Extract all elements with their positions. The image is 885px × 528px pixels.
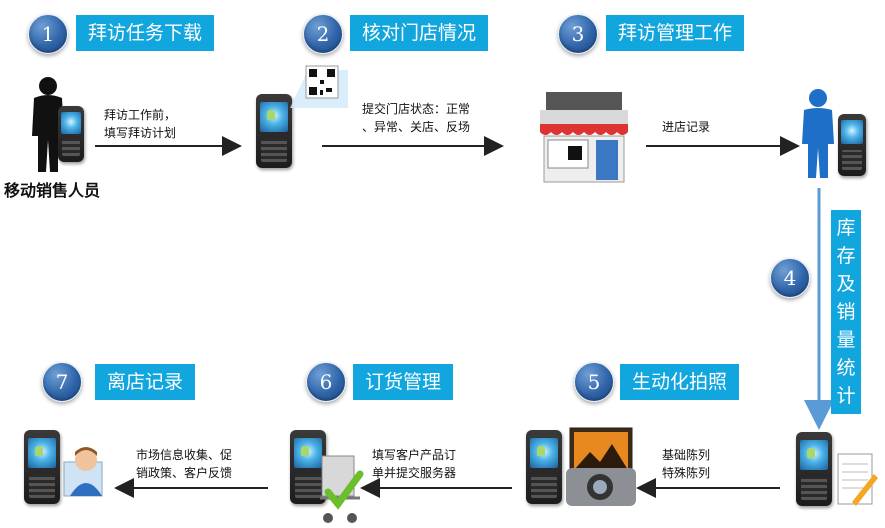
step-4-vertical-label: 库 存 及 销 量 统 计 bbox=[831, 210, 861, 414]
handheld-device-icon bbox=[58, 106, 84, 162]
handheld-device-icon bbox=[256, 94, 292, 168]
step-4-circle: 4 bbox=[770, 258, 810, 298]
handheld-device-icon bbox=[24, 430, 60, 504]
note-7: 市场信息收集、促销政策、客户反馈 bbox=[136, 448, 233, 480]
store-icon bbox=[540, 92, 628, 183]
step-6-circle: 6 bbox=[306, 362, 346, 402]
step-5-label: 生动化拍照 bbox=[620, 364, 740, 400]
qr-code-icon bbox=[290, 65, 348, 108]
checklist-icon bbox=[837, 453, 878, 506]
step-7-circle: 7 bbox=[42, 362, 82, 402]
note-3: 进店记录 bbox=[662, 120, 711, 134]
handheld-device-icon bbox=[290, 430, 326, 504]
camera-icon bbox=[566, 427, 636, 506]
step-6-label: 订货管理 bbox=[353, 364, 454, 400]
handheld-device-icon bbox=[796, 432, 832, 506]
step-2-label: 核对门店情况 bbox=[350, 15, 489, 51]
actor-caption: 移动销售人员 bbox=[4, 181, 101, 200]
note-5: 基础陈列特殊陈列 bbox=[662, 448, 711, 480]
cart-icon bbox=[320, 455, 364, 523]
step-3-circle: 3 bbox=[558, 14, 598, 54]
person-icon bbox=[802, 89, 834, 178]
note-1: 拜访工作前，填写拜访计划 bbox=[104, 108, 177, 140]
customer-icon bbox=[63, 447, 103, 497]
step-3-label: 拜访管理工作 bbox=[606, 15, 745, 51]
handheld-device-icon bbox=[526, 430, 562, 504]
note-2: 提交门店状态：正常、异常、关店、反场 bbox=[362, 102, 471, 134]
salesperson-icon bbox=[32, 77, 64, 172]
note-6: 填写客户产品订单并提交服务器 bbox=[372, 448, 457, 480]
handheld-device-icon bbox=[838, 114, 866, 176]
step-1-label: 拜访任务下载 bbox=[76, 15, 215, 51]
step-2-circle: 2 bbox=[303, 14, 343, 54]
step-7-label: 离店记录 bbox=[95, 364, 196, 400]
step-5-circle: 5 bbox=[574, 362, 614, 402]
step-1-circle: 1 bbox=[28, 14, 68, 54]
